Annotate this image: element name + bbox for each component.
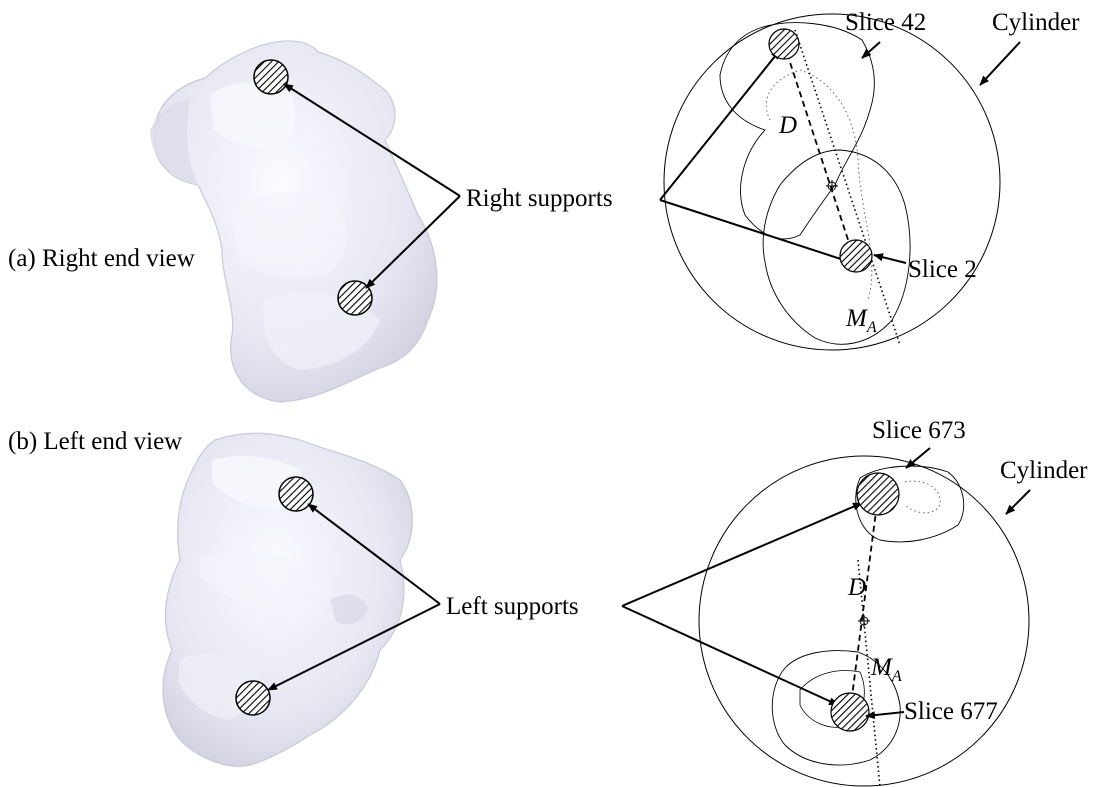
right-supports-label: Right supports [466, 185, 613, 212]
panel-a-caption: (a) Right end view [8, 245, 195, 272]
slice-2-label: Slice 2 [908, 256, 977, 283]
slice-677-pointer [865, 711, 905, 720]
arrow-to-slice-bottom-a [659, 199, 851, 264]
panel-a: (a) Right end view Right supports Slice … [8, 9, 1080, 403]
inner-dotted-contour-a [765, 69, 873, 301]
cylinder-outline-a [663, 13, 1001, 351]
bone-model-right-end [150, 40, 438, 403]
distance-line-a [783, 43, 855, 259]
axis-line-b [857, 559, 881, 787]
slice-677-label: Slice 677 [904, 698, 998, 725]
arrow-to-top-support-b [307, 503, 441, 605]
slice-42-contour [719, 22, 875, 240]
arrow-to-bottom-support-b [267, 603, 441, 691]
axis-main-b: M [870, 654, 893, 681]
slice-42-support [768, 28, 800, 60]
slice-42-pointer [861, 41, 881, 59]
axis-label-b: MA [870, 654, 902, 685]
slice-673-support [856, 472, 900, 516]
arrow-to-slice-top-b [621, 502, 863, 607]
slice-673-contour [855, 465, 965, 543]
left-support-marker-top [278, 476, 314, 512]
slice-677-contour [771, 650, 901, 766]
slice-2-support [839, 239, 873, 273]
slice-2-contour [762, 149, 911, 345]
distance-label-a: D [778, 112, 797, 139]
arrow-to-slice-bottom-b [621, 605, 839, 706]
cylinder-label-a: Cylinder [992, 9, 1080, 36]
panel-b: (b) Left end view Left supports Slice 67… [8, 417, 1088, 787]
slice-42-label: Slice 42 [845, 9, 926, 36]
left-supports-label: Left supports [446, 593, 579, 620]
cross-section-right-end [663, 13, 1001, 351]
slice-673-pointer [905, 447, 931, 469]
slice-677-support [830, 692, 870, 732]
slice-673-dotted [904, 480, 941, 514]
cylinder-outline-b [698, 455, 1030, 787]
axis-main-a: M [845, 305, 868, 332]
left-support-marker-bottom [235, 680, 271, 716]
arrow-to-top-support-a [283, 83, 461, 197]
cylinder-pointer-a [979, 41, 1021, 86]
cross-section-left-end [698, 455, 1030, 787]
cylinder-label-b: Cylinder [1000, 457, 1088, 484]
cylinder-pointer-b [1005, 489, 1031, 515]
axis-sub-b: A [891, 668, 902, 685]
right-support-marker-bottom [337, 280, 373, 316]
panel-b-caption: (b) Left end view [8, 428, 182, 455]
right-support-marker-top [253, 59, 289, 95]
distance-line-b [849, 495, 879, 713]
distance-label-b: D [847, 574, 866, 601]
arrow-to-bottom-support-a [365, 195, 461, 289]
slice-673-label: Slice 673 [872, 417, 966, 444]
axis-line-a [794, 29, 901, 346]
axis-sub-a: A [866, 319, 877, 336]
slice-2-pointer [873, 253, 907, 264]
arrow-to-slice-top-a [659, 49, 781, 201]
axis-label-a: MA [845, 305, 877, 336]
